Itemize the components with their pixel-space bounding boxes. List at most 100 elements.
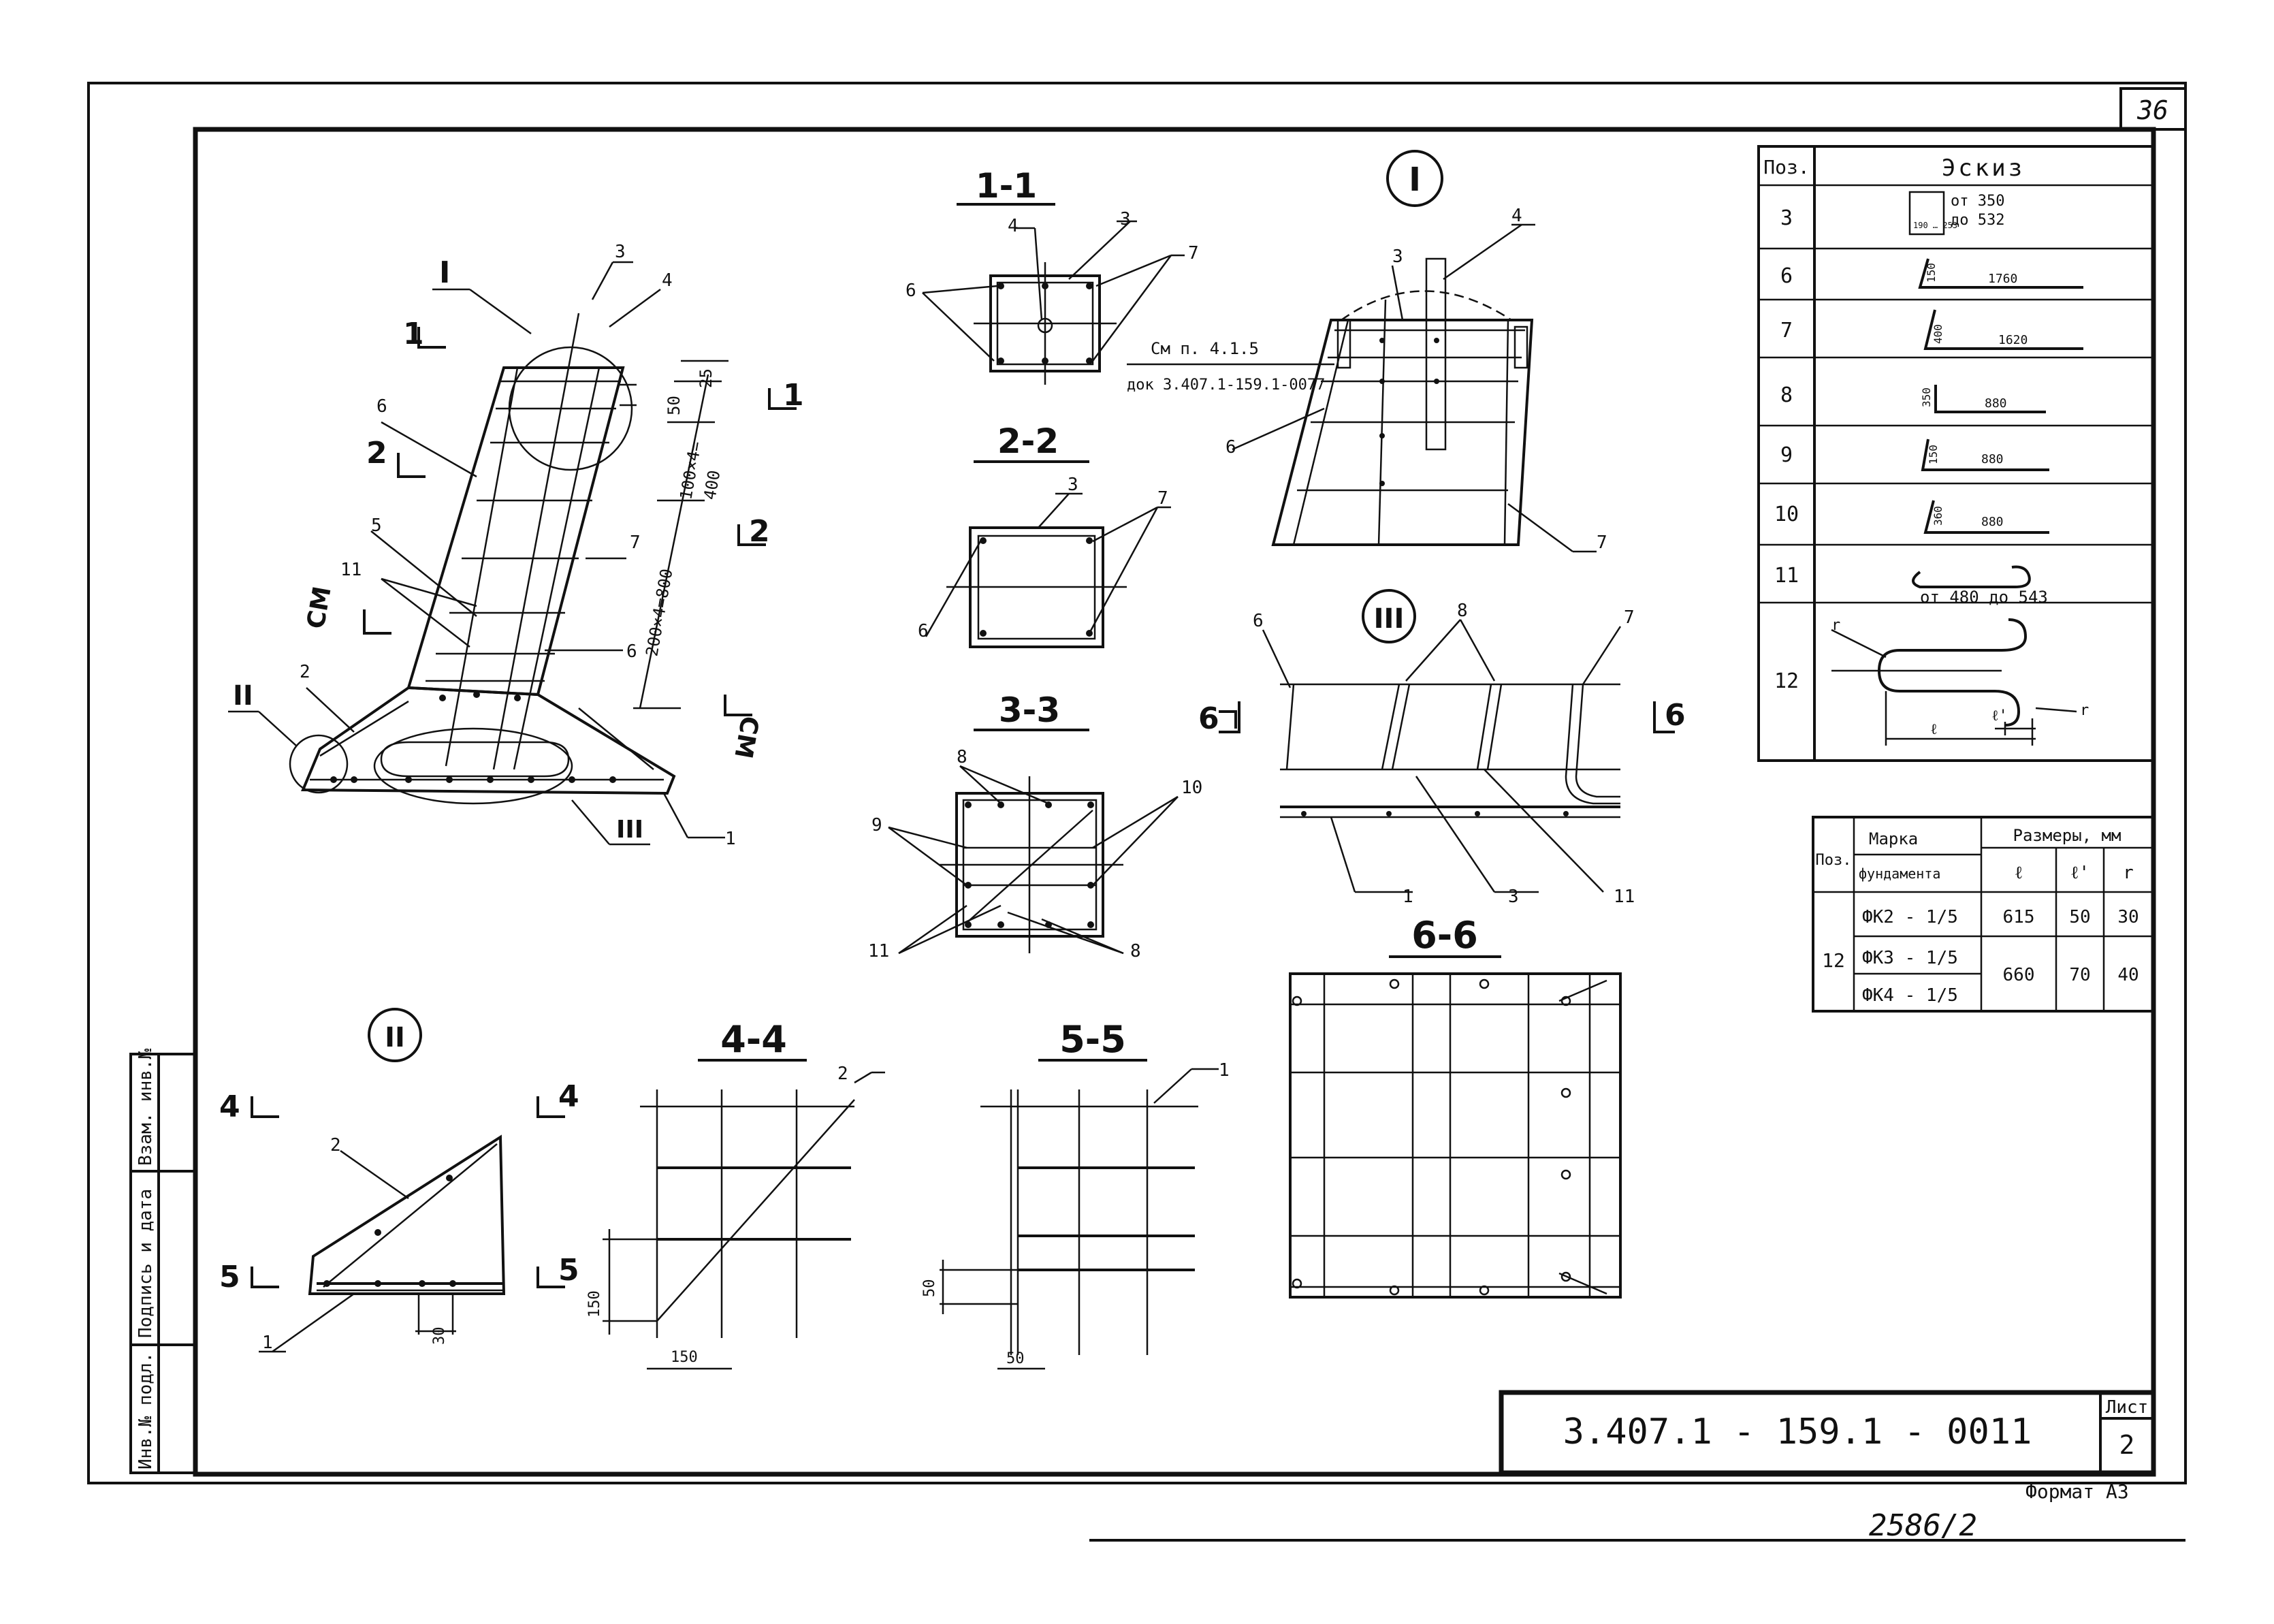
- sketch-pos-10: 10: [1774, 503, 1799, 526]
- sketch-row8-bend: 350: [1920, 387, 1933, 407]
- sketch-row9-len: 880: [1981, 452, 2004, 466]
- dims-head-pos: Поз.: [1816, 852, 1852, 869]
- s11-pos-3: 3: [1120, 209, 1131, 229]
- dims-l-615: 615: [2003, 907, 2035, 927]
- main-pos-11: 11: [340, 560, 362, 580]
- title-2-2: 2-2: [997, 421, 1059, 461]
- dims-mark-fk3: ФК3 - 1/5: [1862, 948, 1958, 968]
- s33-pos-9: 9: [871, 815, 882, 835]
- sketch-row6-len: 1760: [1988, 272, 2017, 286]
- title-4-4: 4-4: [720, 1018, 787, 1061]
- nodeII-dim-30: 30: [431, 1327, 448, 1346]
- nodeII-pos-2: 2: [330, 1135, 341, 1156]
- section-6-6: 6-6: [1289, 914, 1622, 1299]
- title-5-5: 5-5: [1059, 1018, 1126, 1061]
- dims-head-mark-2: фундамента: [1859, 865, 1940, 882]
- dims-col-l: ℓ: [2015, 863, 2023, 883]
- list-number: 2: [2119, 1430, 2135, 1460]
- title-6-6: 6-6: [1411, 914, 1478, 957]
- nodeII-cut5-right: 5: [558, 1253, 579, 1288]
- dim-25: 25: [696, 368, 716, 388]
- section-3-3: 3-3 8 9 10 11 8: [868, 690, 1202, 961]
- main-pos-6b: 6: [626, 641, 637, 662]
- dims-l1-50: 50: [2069, 907, 2090, 927]
- sketch-row7-bend: 400: [1932, 324, 1944, 344]
- sketch-head-pos: Поз.: [1763, 156, 1809, 178]
- title-1-1: 1-1: [976, 166, 1037, 206]
- main-pos-3: 3: [615, 242, 626, 262]
- page-number-box: [2119, 87, 2187, 131]
- sketch-row8-len: 880: [1985, 396, 2007, 411]
- nodeII-cut4-right: 4: [558, 1079, 579, 1114]
- s55-dim-50b: 50: [1006, 1350, 1025, 1367]
- nodeI-ref-2: док 3.407.1-159.1-0077: [1127, 377, 1325, 394]
- s33-pos-8a: 8: [957, 747, 967, 767]
- dims-r-40: 40: [2117, 965, 2139, 985]
- s44-dim-150b: 150: [671, 1349, 698, 1366]
- s55-dim-50a: 50: [921, 1279, 938, 1298]
- cut-cm-right: СМ: [728, 714, 763, 760]
- stamp-vzam: Взам. инв.№: [135, 1048, 156, 1166]
- dims-mark-fk2: ФК2 - 1/5: [1862, 907, 1958, 927]
- s33-pos-8b: 8: [1130, 941, 1141, 961]
- nodeII-pos-1: 1: [262, 1333, 273, 1353]
- sketch-pos-3: 3: [1780, 206, 1793, 230]
- node-I-label: I: [439, 255, 450, 290]
- s44-pos-2: 2: [837, 1064, 848, 1084]
- outer-frame: [87, 82, 2187, 1484]
- sketch-row12-l1: ℓ': [1991, 707, 2008, 725]
- doc-code: 3.407.1 - 159.1 - 0011: [1563, 1412, 2032, 1452]
- node-III-title: III: [1374, 603, 1405, 635]
- sketch-row12-r-left: r: [1831, 617, 1840, 634]
- sketch-row3-from: от 350: [1951, 193, 2004, 210]
- sketch-pos-9: 9: [1780, 443, 1793, 467]
- nodeI-pos-6: 6: [1226, 437, 1236, 458]
- nodeI-pos-4: 4: [1511, 206, 1522, 226]
- list-label: Лист: [2106, 1397, 2149, 1418]
- dims-pos-12: 12: [1822, 949, 1845, 972]
- cut-cm-left: СМ: [302, 584, 336, 631]
- section-5-5: 5-5 1 50 50: [921, 1018, 1230, 1370]
- sketch-row3-mini: 190 … 253: [1913, 221, 1957, 230]
- node-II-label: II: [233, 680, 253, 712]
- s22-pos-6: 6: [918, 621, 929, 641]
- sketch-table: Поз. Эскиз 3 190 … 253 от 350 до 532 6 1…: [1757, 145, 2155, 762]
- nodeIII-pos-3: 3: [1508, 887, 1519, 907]
- node-I-title: I: [1409, 161, 1421, 199]
- sketch-pos-7: 7: [1780, 319, 1793, 343]
- main-pos-7: 7: [630, 532, 641, 553]
- s44-dim-150a: 150: [586, 1290, 603, 1318]
- main-pos-2: 2: [300, 662, 310, 682]
- main-pos-5: 5: [371, 515, 382, 536]
- cut-2-right: 2: [749, 514, 770, 549]
- side-stamp: Инв.№ подл. Подпись и дата Взам. инв.№: [129, 1048, 197, 1474]
- sketch-head-sketch: Эскиз: [1942, 155, 2025, 182]
- sketch-row9-bend: 150: [1927, 445, 1940, 464]
- title-3-3: 3-3: [999, 690, 1060, 730]
- node-I-detail: I 4 3 См п. 4.1.5: [1127, 150, 1607, 553]
- nodeIII-pos-6: 6: [1253, 611, 1264, 631]
- nodeIII-cut-right: 6: [1665, 698, 1686, 733]
- s11-pos-4: 4: [1008, 216, 1019, 236]
- s22-pos-7: 7: [1157, 488, 1168, 509]
- nodeI-pos-3: 3: [1392, 246, 1403, 267]
- sketch-pos-8: 8: [1780, 383, 1793, 407]
- dim-200x4: 200×4=800: [642, 567, 676, 658]
- nodeII-cut5-left: 5: [219, 1260, 240, 1294]
- inner-frame: [193, 127, 2156, 1477]
- nodeIII-cut-left: 6: [1198, 701, 1219, 736]
- nodeIII-pos-11: 11: [1614, 887, 1635, 907]
- nodeII-cut4-left: 4: [219, 1089, 240, 1124]
- section-4-4: 4-4 2 150 150: [586, 1018, 885, 1370]
- s11-pos-7: 7: [1188, 243, 1199, 264]
- sketch-row3-frame: [1908, 191, 1945, 236]
- dims-mark-fk4: ФК4 - 1/5: [1862, 985, 1958, 1006]
- dims-head-sizes: Размеры, мм: [2013, 826, 2121, 845]
- node-II-detail: II 4 4 5 5 2 1 30: [219, 1008, 579, 1353]
- dims-r-30: 30: [2117, 907, 2139, 927]
- node-II-title: II: [385, 1022, 405, 1053]
- cut-2-left: 2: [366, 436, 387, 471]
- sketch-row3-to: до 532: [1951, 212, 2004, 229]
- main-pos-6a: 6: [377, 396, 387, 417]
